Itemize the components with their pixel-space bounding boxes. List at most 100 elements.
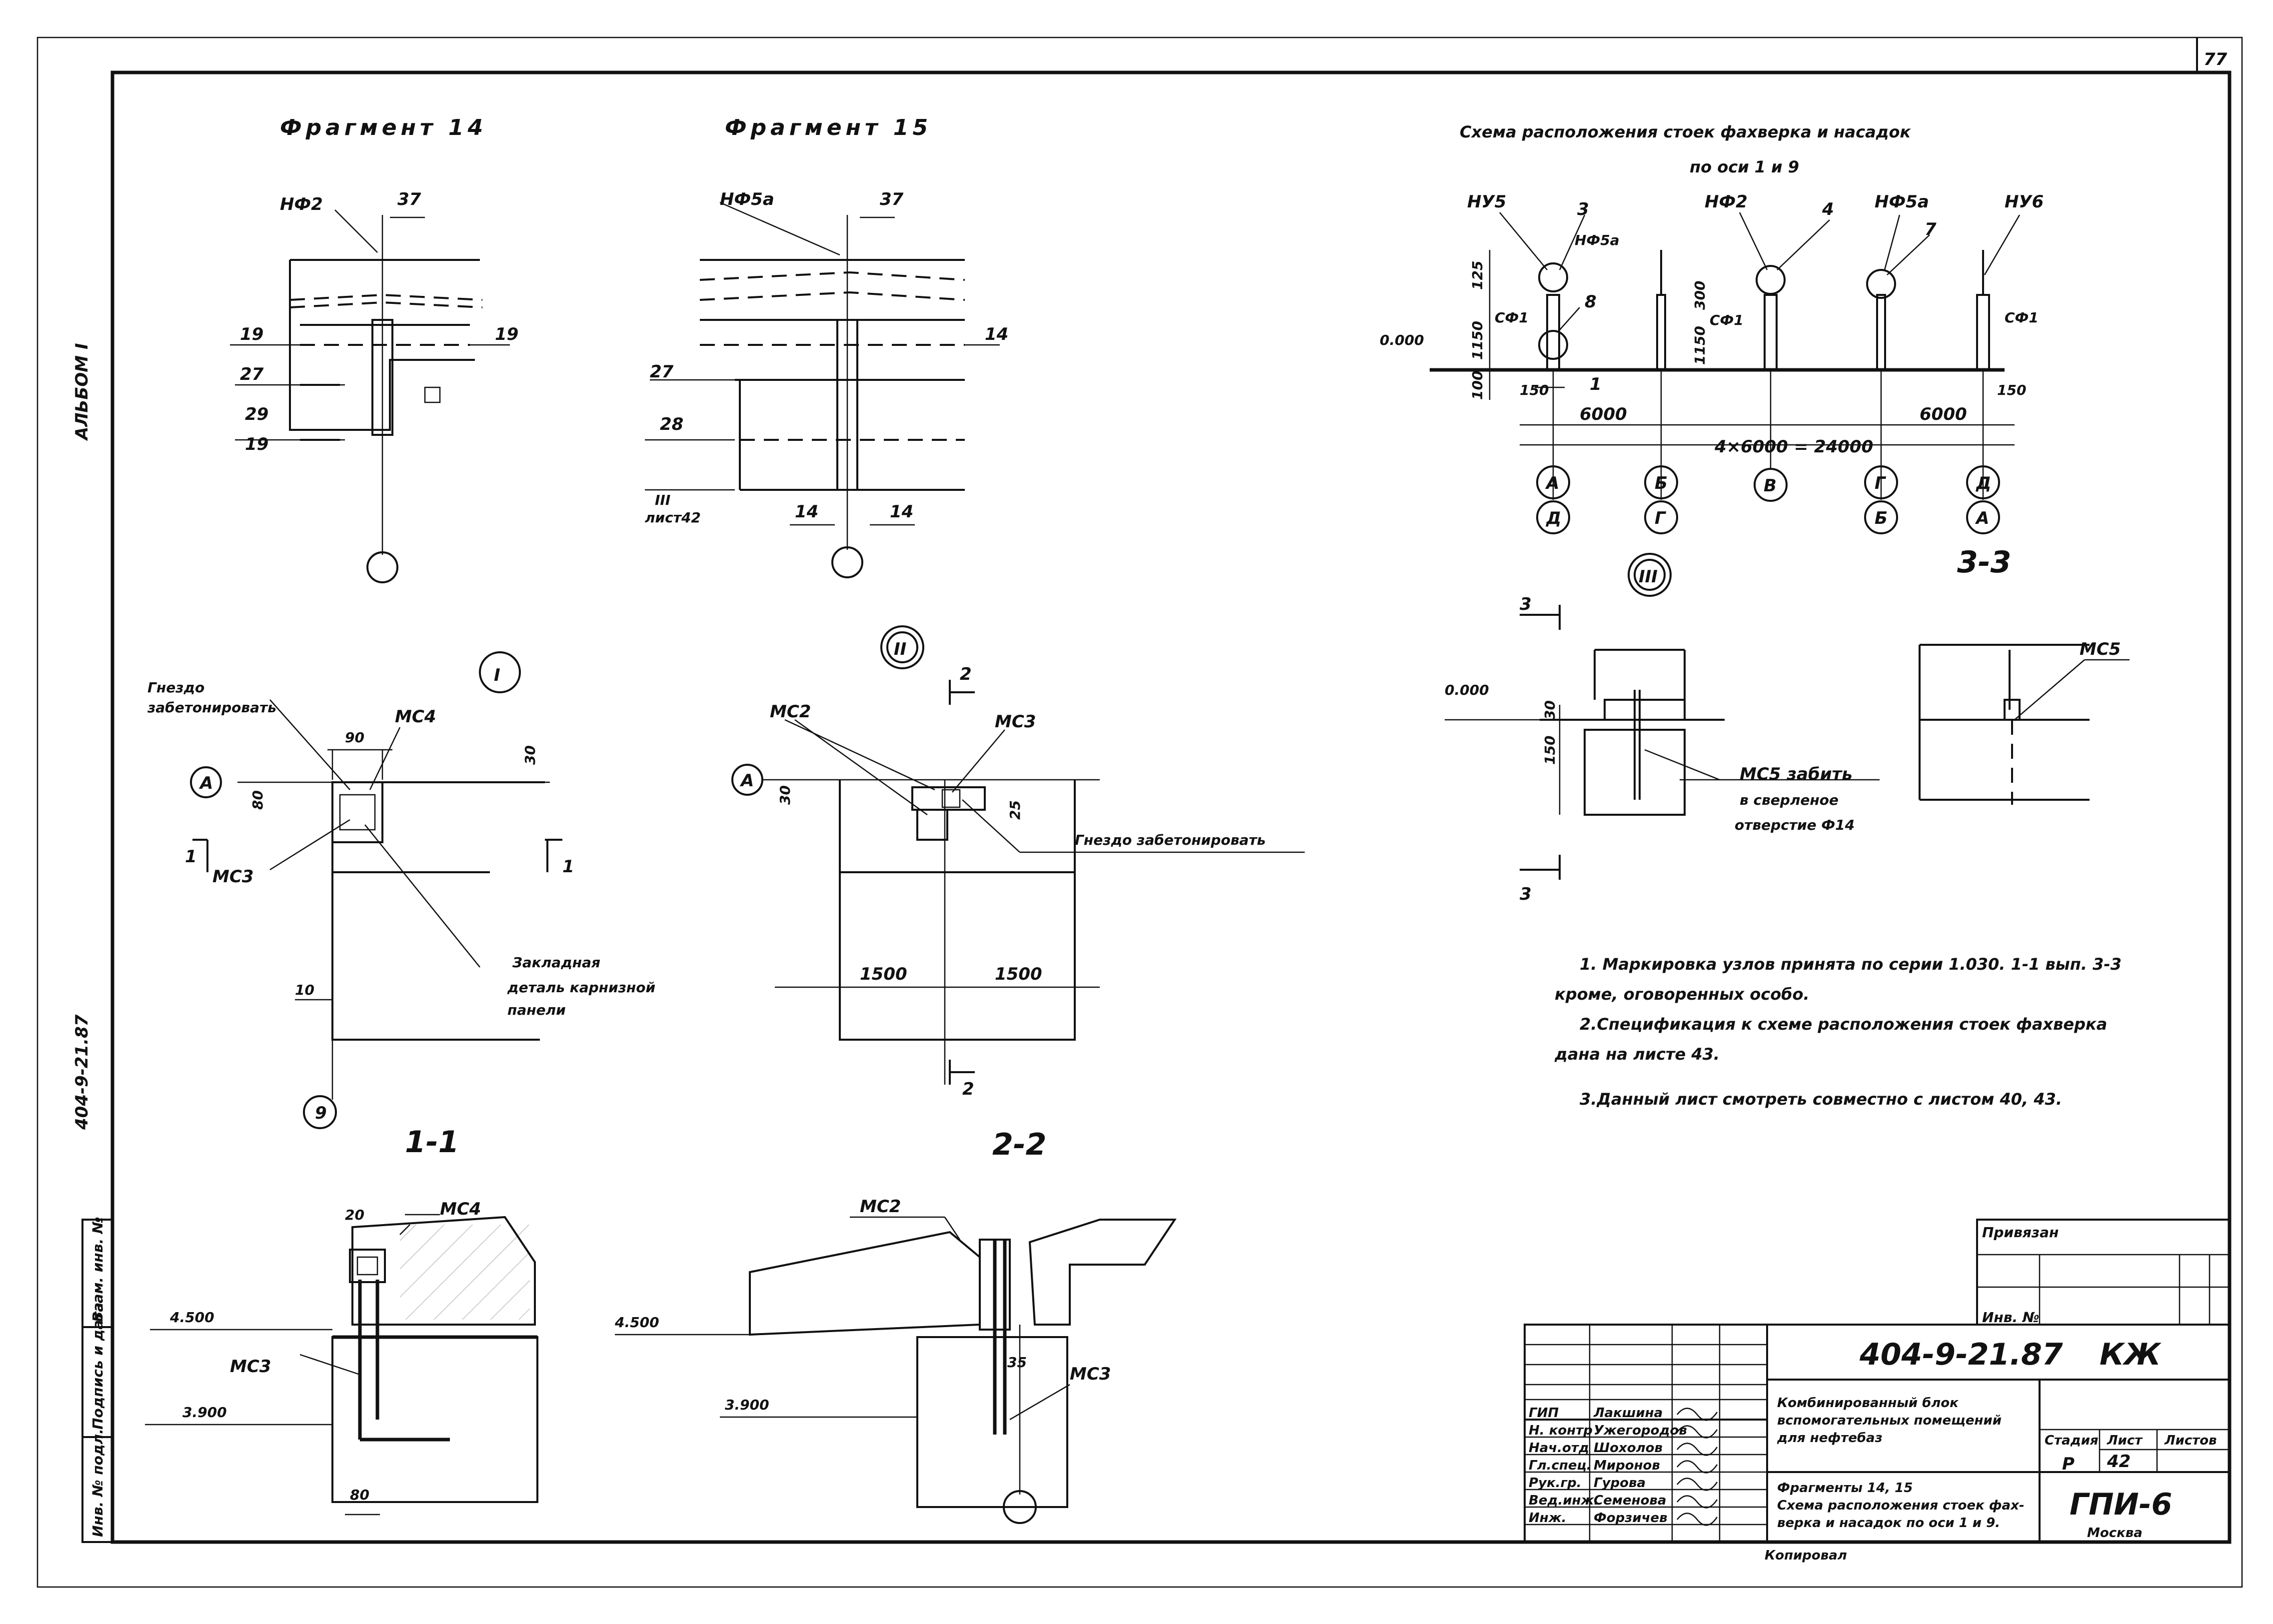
sec22-title: 2-2 [992,1127,1046,1162]
tb-sheet: 42 [2107,1452,2131,1472]
tb-name-5: Гурова [1594,1476,1646,1491]
strip-sign: Подпись и дата [89,1303,106,1430]
scheme-title-1: Схема расположения стоек фахверка и наса… [1460,122,1911,141]
node2-mc3: МС3 [995,712,1036,732]
node1-10: 10 [295,982,314,998]
sch-sf1-b: СФ1 [1710,312,1744,328]
sec11-mc4: МС4 [440,1199,481,1219]
sch-1150b: 1150 [1692,326,1708,365]
node3-30: 30 [1542,700,1558,720]
f14-19c: 19 [245,434,268,454]
tb-copied: Копировал [1765,1548,1847,1563]
node3-mc5-2: в сверленое [1740,792,1839,808]
axis-top-2: Б [1655,473,1668,493]
tb-mark: КЖ [2100,1337,2162,1372]
f15-28: 28 [660,414,683,434]
fragment-14-title: Фрагмент 14 [280,115,487,140]
f15-list42: лист42 [645,509,701,526]
f14-19b: 19 [495,324,518,344]
f14-19a: 19 [240,324,263,344]
axis-bot-2: Г [1655,508,1667,528]
page-number: 77 [2204,49,2228,69]
node1-circle: I [494,665,500,685]
axis-top-5: Д [1976,473,1991,493]
tb-stage-h: Стадия [2045,1433,2099,1448]
node2-circle: II [894,639,906,659]
f15-37: 37 [880,189,904,209]
binding-block: Привязан Инв. № [1976,1219,2231,1326]
sch-24000: 4×6000 = 24000 [1714,437,1873,457]
album-label: АЛЬБОМ I [72,343,92,441]
sec11-80: 80 [350,1487,369,1503]
sch-sf1-a: СФ1 [1495,309,1529,326]
node2-1500a: 1500 [860,964,907,984]
sch-150a: 150 [1520,382,1549,398]
node1-zakl1: Закладная [512,954,600,971]
section-2-2: 2-2 МС2 4.500 МС3 3.900 35 [614,1127,1177,1524]
fragment-15: Фрагмент 15 НФ5а 37 14 27 28 III лист42 … [645,115,1008,578]
sch-1150: 1150 [1469,321,1486,360]
sch-level: 0.000 [1380,332,1424,348]
tb-name-7: Форзичев [1594,1511,1668,1526]
sec22-35: 35 [1007,1354,1027,1371]
sec22-390: 3.900 [725,1397,769,1413]
strip-inv: Инв. № подл. [89,1429,106,1537]
sch-sf1-c: СФ1 [2005,309,2039,326]
tb-name-4: Миронов [1594,1458,1660,1473]
node1-axis9: 9 [315,1103,327,1123]
tb-project-1: Комбинированный блок [1777,1396,1959,1411]
inner-frame [110,70,2232,1544]
note-line-4: дана на листе 43. [1554,1045,1720,1064]
sec22-450: 4.500 [614,1314,659,1331]
section-1-1: 1-1 20 МС4 4.500 МС3 3.900 80 [145,1125,538,1516]
node1-90: 90 [345,729,364,746]
node1-gnezdo2: забетонировать [147,699,276,716]
section-3-3: 3-3 МС5 [1919,545,2130,805]
tb-role-3: Нач.отд [1529,1441,1589,1456]
tb-role-6: Вед.инж. [1529,1493,1599,1508]
f15-14b: 14 [795,502,818,522]
node3-sec-bot: 3 [1520,884,1532,904]
column-scheme: Схема расположения стоек фахверка и наса… [1380,122,2044,534]
sch-nf5a-1: НФ5а [1575,232,1620,248]
tb-role-4: Гл.спец. [1529,1458,1592,1473]
tb-role-2: Н. контр [1529,1423,1593,1438]
binding-title: Привязан [1982,1224,2059,1241]
node2-mc2: МС2 [770,702,811,722]
sec33-title: 3-3 [1957,545,2011,580]
axes-top: А Б В Г Д [1536,465,2000,502]
sec22-mc3: МС3 [1070,1364,1111,1384]
signatures [1677,1408,1718,1526]
axis-bot-1: Д [1546,508,1561,528]
node-2: II 2 2 МС2 МС3 А 30 25 Гнездо забетониро… [731,625,1305,1099]
node3-sec-top: 3 [1520,594,1532,614]
note-line-2: кроме, оговоренных особо. [1555,985,1810,1004]
notes: 1. Маркировка узлов принята по серии 1.0… [1554,955,2122,1109]
tb-stage: Р [2062,1454,2075,1474]
strip-vzam: Взам. инв. № [89,1217,106,1322]
f15-14c: 14 [890,502,913,522]
node1-gnezdo1: Гнездо [147,679,204,696]
tb-project-3: для нефтебаз [1777,1431,1883,1446]
tb-name-6: Семенова [1594,1493,1666,1508]
node3-mc5-1: МС5 забить [1740,764,1853,784]
tb-city: Москва [2087,1526,2143,1541]
sec11-mc3: МС3 [230,1357,271,1377]
node2-25: 25 [1007,800,1023,820]
sch-300: 300 [1692,281,1708,310]
sch-100: 100 [1469,371,1486,400]
axes-bottom: Д Г Б А [1536,500,2000,534]
node1-axis: А [198,773,213,793]
sch-nf5a-2: НФ5а [1875,192,1929,212]
tb-role-7: Инж. [1529,1511,1566,1526]
f14-nf2: НФ2 [280,194,323,214]
scheme-title-2: по оси 1 и 9 [1690,157,1799,176]
sch-6000a: 6000 [1580,404,1627,424]
node2-1500b: 1500 [995,964,1042,984]
title-block: 404-9-21.87 КЖ Комбинированный блок вспо… [1524,1324,2231,1563]
axis-top-3: В [1764,476,1777,496]
node-3: III 3 3 0.000 30 150 МС5 забить в сверле… [1445,553,1880,904]
f14-37: 37 [397,189,421,209]
node2-30: 30 [777,785,793,805]
